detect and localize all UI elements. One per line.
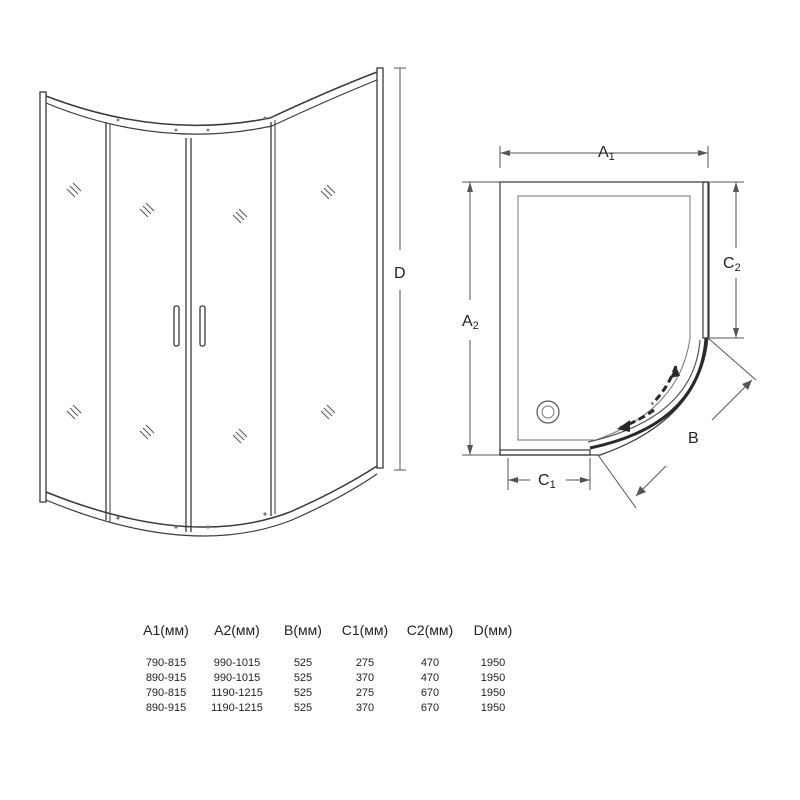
table-cell: 1190-1215 xyxy=(211,687,263,699)
dimension-c2-label: C2 xyxy=(723,255,741,274)
table-cell: 990-1015 xyxy=(213,657,261,669)
table-cell: 990-1015 xyxy=(213,672,261,684)
table-cell: 670 xyxy=(420,687,440,699)
table-header-a2: A2(мм) xyxy=(214,622,260,638)
table-cell: 275 xyxy=(355,687,375,699)
plan-view: A1 A2 C2 xyxy=(462,144,757,509)
table-cell: 890-915 xyxy=(145,672,187,684)
front-elevation: D xyxy=(39,67,406,537)
table-cell: 890-915 xyxy=(145,702,187,714)
table-row: 890-915 990-1015 525 370 470 1950 xyxy=(131,671,523,686)
table-cell: 525 xyxy=(293,702,313,714)
table-cell: 275 xyxy=(355,657,375,669)
table-header-c1: C1(мм) xyxy=(341,622,389,638)
table-cell: 1950 xyxy=(480,702,506,714)
dimension-b-label: B xyxy=(688,430,699,447)
table-cell: 670 xyxy=(420,702,440,714)
table-row: 790-815 990-1015 525 275 470 1950 xyxy=(131,656,523,671)
table-cell: 1950 xyxy=(480,687,506,699)
table-cell: 525 xyxy=(293,657,313,669)
dimension-c1-label: C1 xyxy=(538,472,556,491)
table-row: 790-815 1190-1215 525 275 670 1950 xyxy=(131,686,523,701)
table-cell: 370 xyxy=(355,702,375,714)
table-cell: 470 xyxy=(420,657,440,669)
table-cell: 470 xyxy=(420,672,440,684)
table-header-a1: A1(мм) xyxy=(143,622,189,638)
table-header-b: B(мм) xyxy=(284,622,322,638)
table-header-row: A1(мм) A2(мм) B(мм) C1(мм) C2(мм) D(мм) xyxy=(131,622,523,656)
table-cell: 1950 xyxy=(480,672,506,684)
dimension-a2-label: A2 xyxy=(462,313,479,332)
table-cell: 525 xyxy=(293,687,313,699)
table-header-d: D(мм) xyxy=(473,622,513,638)
table-cell: 1950 xyxy=(480,657,506,669)
dimension-a1-label: A1 xyxy=(598,144,615,163)
table-cell: 790-815 xyxy=(145,687,187,699)
table-cell: 525 xyxy=(293,672,313,684)
table-cell: 370 xyxy=(355,672,375,684)
table-row: 890-915 1190-1215 525 370 670 1950 xyxy=(131,701,523,716)
table-cell: 1190-1215 xyxy=(211,702,263,714)
dimension-table: A1(мм) A2(мм) B(мм) C1(мм) C2(мм) D(мм) … xyxy=(131,622,523,716)
table-cell: 790-815 xyxy=(145,657,187,669)
dimension-d-label: D xyxy=(394,265,406,282)
table-header-c2: C2(мм) xyxy=(406,622,454,638)
